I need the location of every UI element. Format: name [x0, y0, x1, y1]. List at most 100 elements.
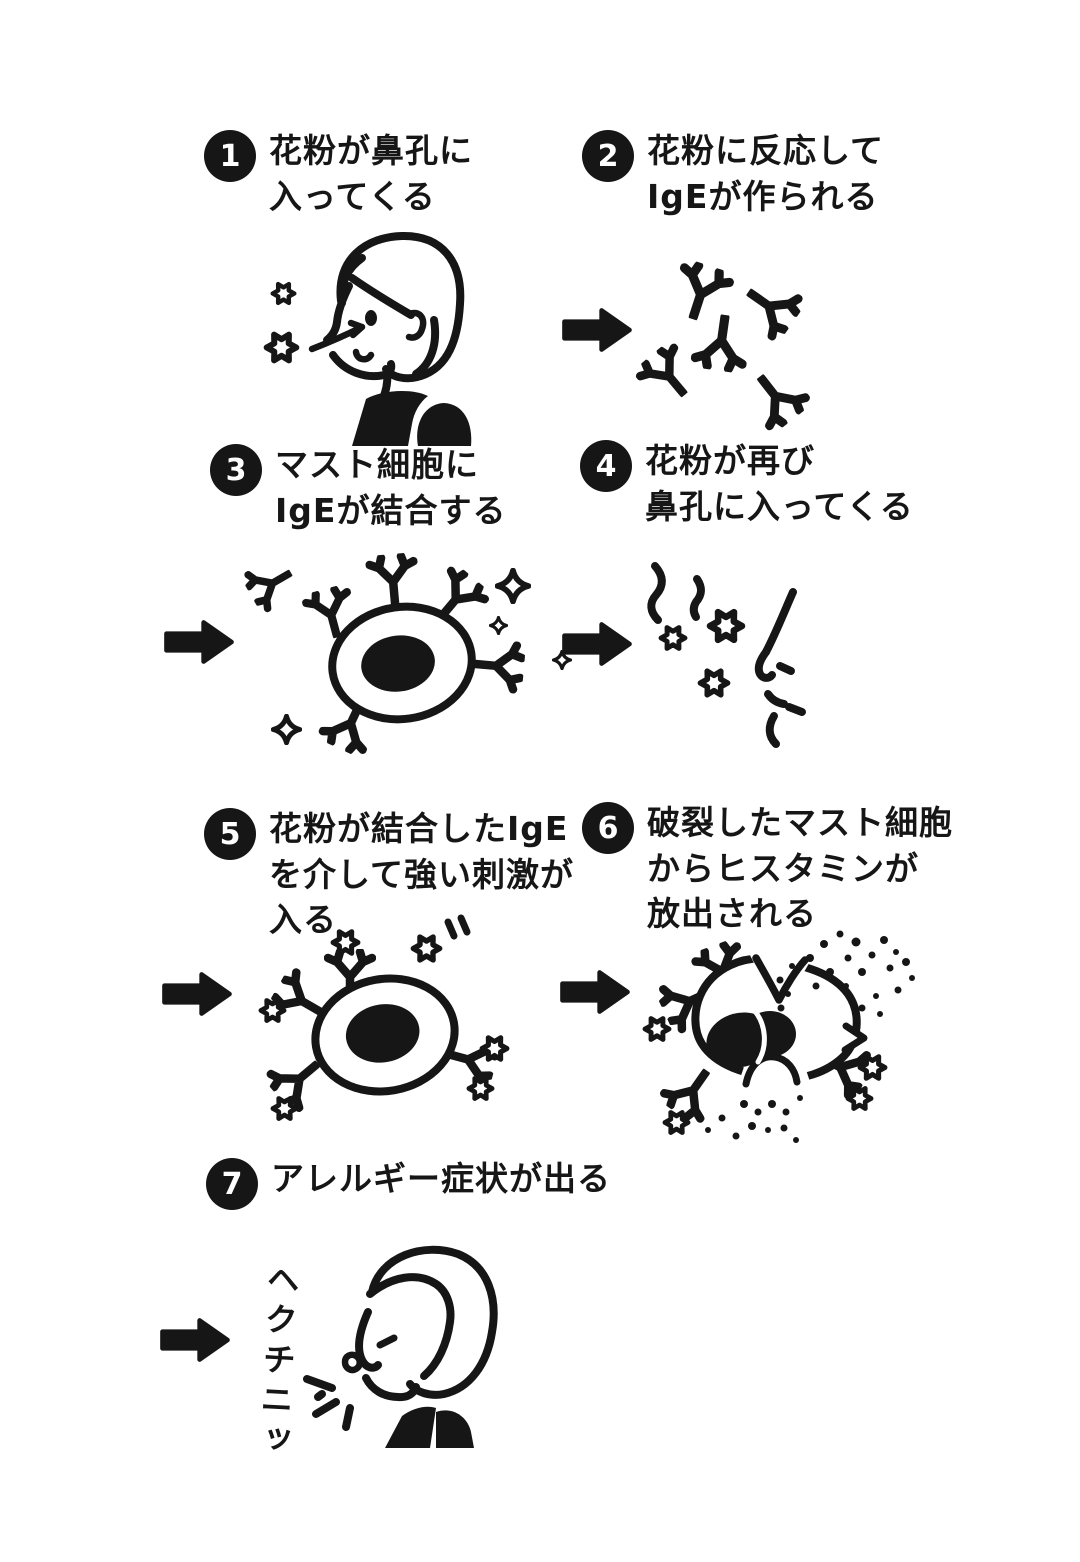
- histamine-dots-icon: [705, 930, 915, 1143]
- nucleus-divider: [751, 1007, 767, 1065]
- woman-face: [308, 231, 465, 402]
- ige-antibody-icon: [244, 557, 299, 611]
- sparkle-icon: [498, 571, 529, 602]
- step-caption-line: 花粉が鼻孔に: [269, 131, 473, 170]
- pollen-icon: [710, 612, 742, 640]
- motion-lines: [647, 562, 705, 624]
- step-4-badge: 4: [580, 440, 632, 492]
- mouth-dash: [785, 703, 806, 716]
- step-2-badge: 2: [582, 130, 634, 182]
- step-3-caption: マスト細胞に IgEが結合する: [275, 442, 506, 533]
- pollen-icon: [469, 1078, 492, 1098]
- cell-nucleus: [361, 635, 435, 692]
- step5-illustration: [165, 914, 507, 1119]
- step-caption-line: 鼻孔に入ってくる: [645, 486, 914, 526]
- mouth-open: [362, 1374, 420, 1402]
- nose-profile: [754, 588, 806, 748]
- ige-antibody-icon: [737, 274, 803, 339]
- eye-closed: [376, 1334, 398, 1349]
- step-7-badge: 7: [206, 1158, 258, 1210]
- step7-illustration: [163, 1245, 498, 1448]
- pollen-icon: [482, 1038, 507, 1060]
- step-2-header: 2 花粉に反応して IgEが作られる: [582, 128, 884, 219]
- clothing-left: [385, 1406, 436, 1448]
- pollen-icon: [645, 1019, 669, 1040]
- arrow-icon: [565, 311, 630, 350]
- step-caption-line: 花粉に反応して: [647, 131, 885, 170]
- step-caption-line: を介して強い刺激が: [269, 854, 575, 894]
- step-3-header: 3 マスト細胞に IgEが結合する: [210, 442, 506, 533]
- step-2-caption: 花粉に反応して IgEが作られる: [647, 128, 884, 219]
- clothing-left: [352, 390, 428, 446]
- step-caption-line: 花粉が結合したIgE: [269, 809, 569, 848]
- step-6-header: 6 破裂したマスト細胞 からヒスタミンが 放出される: [582, 800, 953, 937]
- hair-outline: [368, 1245, 498, 1399]
- pollen-icon: [700, 671, 727, 695]
- cell-flare: [841, 1022, 868, 1054]
- step-6-badge: 6: [582, 802, 634, 854]
- step-3-badge: 3: [210, 444, 262, 496]
- cell-nucleus: [345, 1004, 420, 1063]
- pollen-icon: [661, 628, 685, 649]
- ear: [405, 309, 427, 341]
- step-caption-line: 入ってくる: [269, 176, 436, 216]
- step-1-caption: 花粉が鼻孔に 入ってくる: [269, 128, 473, 219]
- ige-antibody-icon: [369, 555, 417, 606]
- step6-illustration: [563, 930, 915, 1143]
- sparkle-icon: [489, 616, 508, 635]
- cell-nucleus: [744, 1011, 796, 1057]
- nose-line: [754, 648, 776, 682]
- step-6-caption: 破裂したマスト細胞 からヒスタミンが 放出される: [647, 800, 953, 937]
- step-caption-line: 花粉が再び: [645, 441, 815, 480]
- pollen-icon: [267, 335, 297, 361]
- mast-cell-icon: [311, 974, 459, 1096]
- upper-lip: [764, 690, 788, 708]
- step-caption-line: マスト細胞に: [275, 445, 479, 484]
- sneeze-spray-lines: [303, 1375, 354, 1431]
- step-caption-line: からヒスタミンが: [647, 848, 919, 888]
- rupture-cleft-edges: [752, 954, 809, 1004]
- nostril-dash: [776, 662, 795, 675]
- sneezing-woman: [303, 1245, 498, 1431]
- arrow-icon: [565, 625, 630, 664]
- hair-fringe: [366, 1273, 455, 1380]
- step-caption-line: IgEが結合する: [275, 490, 507, 530]
- mouth-smile: [352, 348, 375, 363]
- ditto-mark: [444, 914, 471, 940]
- mast-cell-icon: [328, 602, 476, 724]
- step-5-header: 5 花粉が結合したIgE を介して強い刺激が 入る: [204, 806, 574, 943]
- step-caption-line: 破裂したマスト細胞: [647, 803, 953, 842]
- arrow-icon: [163, 1321, 228, 1360]
- step-7-caption: アレルギー症状が出る: [271, 1156, 611, 1202]
- hair-side-lock: [412, 316, 439, 378]
- step-7-header: 7 アレルギー症状が出る: [206, 1156, 611, 1210]
- step-4-caption: 花粉が再び 鼻孔に入ってくる: [645, 438, 914, 529]
- chin-line: [765, 712, 780, 748]
- arrow-icon: [563, 973, 628, 1012]
- step-5-badge: 5: [204, 808, 256, 860]
- step3-illustration: [167, 555, 572, 755]
- eye: [365, 310, 377, 326]
- forehead-line: [762, 588, 797, 656]
- step1-illustration: [267, 231, 472, 446]
- step2-illustration: [565, 262, 810, 431]
- step-4-header: 4 花粉が再び 鼻孔に入ってくる: [580, 438, 914, 529]
- step-caption-line: アレルギー症状が出る: [271, 1159, 611, 1198]
- ige-antibody-icon: [636, 343, 700, 407]
- sparkle-icon: [273, 716, 300, 743]
- rupture-bite-edge: [742, 1053, 801, 1088]
- arrow-icon: [165, 975, 230, 1014]
- ige-antibody-icon: [694, 314, 748, 371]
- hair-fringe-sweep: [348, 274, 415, 319]
- ige-antibody-icon: [743, 364, 809, 431]
- arrow-icon: [167, 623, 232, 662]
- step-caption-line: 入る: [269, 900, 337, 940]
- step-1-header: 1 花粉が鼻孔に 入ってくる: [204, 128, 473, 219]
- clothing-shoulder: [417, 403, 472, 446]
- clothing-shoulder: [436, 1410, 474, 1448]
- sneeze-droplet: [341, 1351, 363, 1374]
- ige-antibody-icon: [472, 642, 523, 690]
- step-caption-line: 放出される: [647, 894, 817, 934]
